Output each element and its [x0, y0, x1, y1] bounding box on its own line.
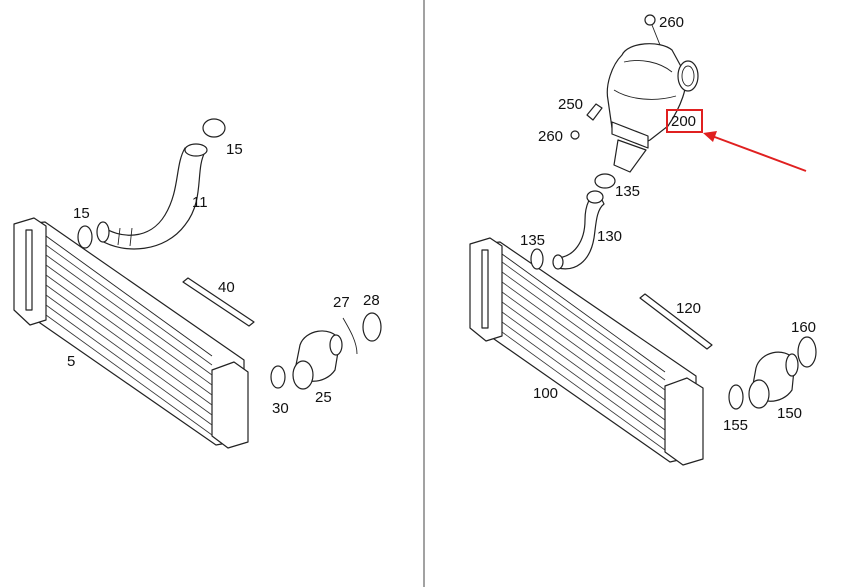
seal-ring-155	[728, 384, 744, 410]
seal-ring-135-left	[530, 248, 544, 270]
label-100: 100	[533, 385, 558, 402]
label-15-left: 15	[73, 205, 90, 222]
label-260-top: 260	[659, 14, 684, 31]
label-155: 155	[723, 417, 748, 434]
label-130: 130	[597, 228, 622, 245]
charge-air-hose-11	[96, 143, 208, 250]
air-duct-elbow-25	[292, 330, 343, 390]
bolt-260-top	[644, 14, 661, 46]
hose-clamp-15-left	[77, 225, 93, 249]
label-5: 5	[67, 353, 75, 370]
label-40: 40	[218, 279, 235, 296]
label-28: 28	[363, 292, 380, 309]
label-27: 27	[333, 294, 350, 311]
air-baffle-40	[182, 277, 255, 327]
label-120: 120	[676, 300, 701, 317]
intake-hose-130	[552, 190, 605, 270]
retaining-clip-27	[342, 317, 358, 355]
label-250: 250	[558, 96, 583, 113]
seal-ring-28	[362, 312, 382, 342]
air-filter-housing-200	[606, 43, 699, 173]
air-baffle-120	[639, 293, 713, 350]
right-panel: 100 120 130 135 135 150 155 160 250 260 …	[469, 14, 817, 466]
label-15-top: 15	[226, 141, 243, 158]
hose-clamp-15-top	[202, 118, 226, 138]
hose-clamp-30	[270, 365, 286, 389]
intercooler-radiator-100	[469, 237, 704, 466]
seal-ring-160	[797, 336, 817, 368]
label-25: 25	[315, 389, 332, 406]
bracket-250	[586, 103, 603, 121]
seal-ring-135-top	[594, 173, 616, 189]
label-260-small: 260	[538, 128, 563, 145]
bolt-260-small	[570, 130, 580, 140]
label-160: 160	[791, 319, 816, 336]
label-30: 30	[272, 400, 289, 417]
radiator-fins	[45, 244, 213, 436]
radiator-fins	[501, 261, 666, 451]
left-panel: 5 11 15 15 25 27 28 30 40	[13, 118, 382, 449]
air-duct-elbow-150	[748, 351, 799, 409]
label-150: 150	[777, 405, 802, 422]
label-135-left: 135	[520, 232, 545, 249]
label-200: 200	[671, 113, 696, 130]
intercooler-radiator-5	[13, 217, 249, 449]
red-pointer-arrow	[703, 131, 807, 172]
highlight-box-200	[666, 109, 703, 133]
label-135-top: 135	[615, 183, 640, 200]
label-11: 11	[192, 194, 208, 211]
